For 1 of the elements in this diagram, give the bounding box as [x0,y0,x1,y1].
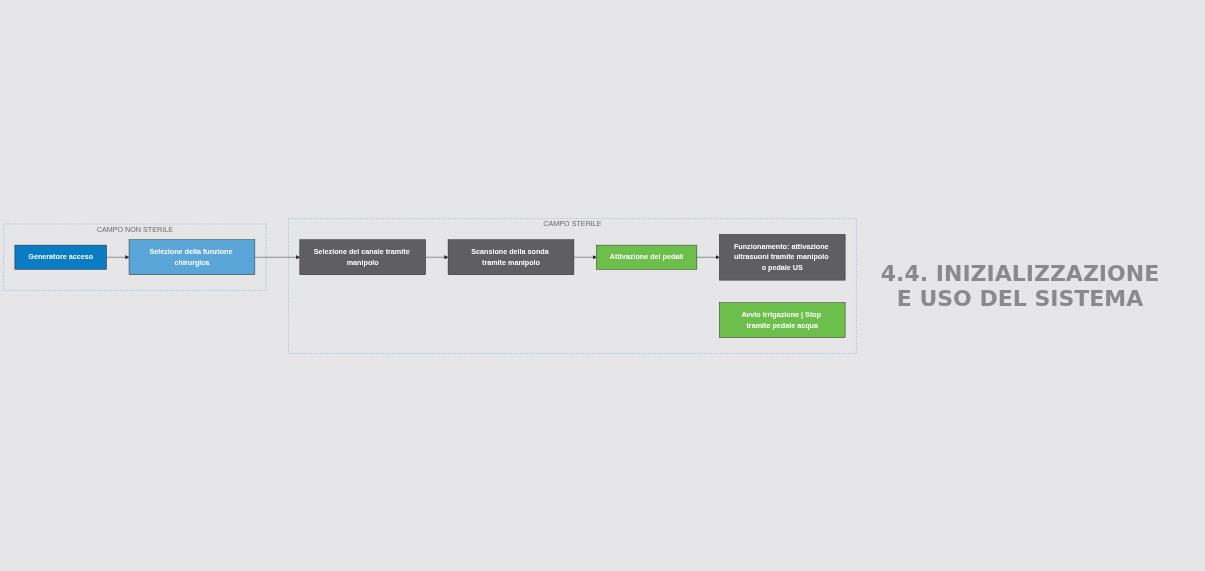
section-title: 4.4. INIZIALIZZAZIONE E USO DEL SISTEMA [879,259,1161,313]
